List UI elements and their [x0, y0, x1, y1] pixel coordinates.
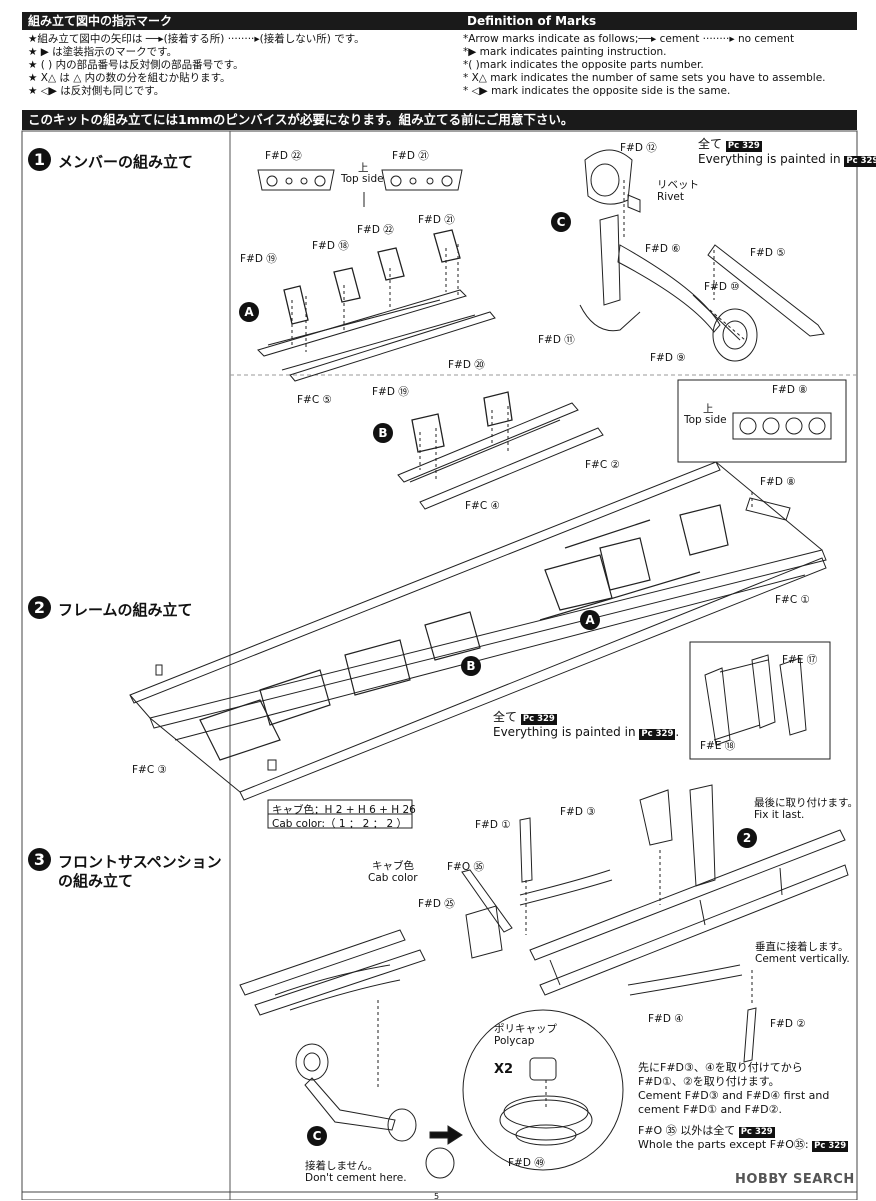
cab-color-codes: キャブ色：H 2 + H 6 + H 26: [272, 804, 416, 816]
marks-en-list: *Arrow marks indicate as follows;──▸ cem…: [463, 33, 826, 98]
label-fd22: F#D ㉒: [357, 224, 394, 236]
label-fd4: F#D ④: [648, 1013, 684, 1025]
marks-jp-line: ★ ( ) 内の部品番号は反対側の部品番号です。: [28, 59, 244, 71]
marks-en-line: * X△ mark indicates the number of same s…: [463, 72, 826, 84]
page-number: 5: [434, 1192, 440, 1201]
step-3-title-line1: フロントサスペンション: [58, 853, 222, 871]
label-fd6: F#D ⑥: [645, 243, 681, 255]
label-fd18: F#D ⑱: [312, 240, 349, 252]
frame-a-badge: A: [580, 610, 600, 630]
label-fo35: F#O ㉟: [447, 861, 484, 873]
notice-text: このキットの組み立てには1mmのピンバイスが必要になります。組み立てる前にご用意…: [28, 112, 574, 127]
subassembly-c-badge: C: [551, 212, 571, 232]
step-1-badge: 1: [28, 148, 51, 171]
step-1-title: メンバーの組み立て: [58, 153, 194, 171]
label-fe18: F#E ⑱: [700, 740, 736, 752]
paint-note-2: 全て Pc 329 Everything is painted in Pc 32…: [493, 710, 680, 740]
label-fd10: F#D ⑩: [704, 281, 740, 293]
step-3-badge: 3: [28, 848, 51, 871]
marks-title-en: Definition of Marks: [467, 14, 597, 28]
marks-jp-line: ★組み立て図中の矢印は ──▸(接着する所) ········▸(接着しない所)…: [28, 33, 365, 45]
label-cab-color-en: Cab color: [368, 872, 418, 884]
label-fd21-top: F#D ㉑: [392, 150, 429, 162]
label-top-side-2: Top side: [684, 414, 727, 426]
label-fd8-box: F#D ⑧: [772, 384, 808, 396]
marks-en-line: *▶ mark indicates painting instruction.: [463, 46, 667, 58]
label-rivet-en: Rivet: [657, 191, 685, 203]
cab-color-ratio: Cab color:（ 1 ： 2 ： 2 ）: [272, 818, 408, 830]
label-fd3: F#D ③: [560, 806, 596, 818]
subassembly-a-badge: A: [239, 302, 259, 322]
label-fe17: F#E ⑰: [782, 654, 818, 666]
label-fd19-b: F#D ⑲: [372, 386, 409, 398]
marks-jp-line: ★ X△ は △ 内の数の分を組むか貼ります。: [28, 72, 231, 84]
label-fd19-a: F#D ⑲: [240, 253, 277, 265]
step-3-c-badge: C: [307, 1126, 327, 1146]
step-2-title: フレームの組み立て: [58, 601, 193, 619]
marks-en-line: *( )mark indicates the opposite parts nu…: [463, 59, 704, 71]
label-fc2: F#C ②: [585, 459, 620, 471]
paint-note-1: 全て Pc 329 Everything is painted in Pc 32…: [698, 137, 876, 167]
label-fc4: F#C ④: [465, 500, 500, 512]
label-fd20: F#D ⑳: [448, 359, 485, 371]
label-fd5: F#D ⑤: [750, 247, 786, 259]
label-ue: 上: [358, 162, 369, 174]
label-cement-vertical-en: Cement vertically.: [755, 953, 850, 965]
marks-en-line: * ◁▶ mark indicates the opposite side is…: [463, 85, 731, 97]
notice-bar: このキットの組み立てには1mmのピンバイスが必要になります。組み立てる前にご用意…: [22, 110, 857, 130]
label-rivet-jp: リベット: [657, 179, 699, 191]
step-2-ref-badge: 2: [737, 828, 757, 848]
label-fc5: F#C ⑤: [297, 394, 332, 406]
label-fd25: F#D ㉕: [418, 898, 455, 910]
label-fd12: F#D ⑫: [620, 142, 657, 154]
order-note: 先にF#D③、④を取り付けてから F#D①、②を取り付けます。 Cement F…: [638, 1061, 830, 1116]
marks-title-jp: 組み立て図中の指示マーク: [28, 14, 173, 28]
marks-jp-line: ★ ◁▶ は反対側も同じです。: [28, 85, 165, 97]
label-fd1: F#D ①: [475, 819, 511, 831]
marks-header-bar: 組み立て図中の指示マーク Definition of Marks: [22, 12, 857, 30]
frame-b-badge: B: [461, 656, 481, 676]
label-cab-color-jp: キャブ色: [372, 860, 414, 872]
label-fc1: F#C ①: [775, 594, 810, 606]
label-fd21: F#D ㉑: [418, 214, 455, 226]
except-note: F#O ㉟ 以外は全て Pc 329 Whole the parts excep…: [638, 1124, 849, 1152]
label-fd8: F#D ⑧: [760, 476, 796, 488]
subassembly-b-badge: B: [373, 423, 393, 443]
label-polycap-en: Polycap: [494, 1035, 535, 1047]
marks-jp-list: ★組み立て図中の矢印は ──▸(接着する所) ········▸(接着しない所)…: [28, 33, 365, 98]
label-cement-vertical-jp: 垂直に接着します。: [755, 941, 849, 953]
step-2-badge: 2: [28, 596, 51, 619]
marks-jp-line: ★ ▶ は塗装指示のマークです。: [28, 46, 178, 58]
label-polycap-jp: ポリキャップ: [494, 1023, 557, 1035]
label-x2: X2: [494, 1062, 514, 1077]
label-fd49: F#D ㊾: [508, 1157, 545, 1169]
watermark: HOBBY SEARCH: [735, 1172, 855, 1187]
label-fc3: F#C ③: [132, 764, 167, 776]
label-fd11: F#D ⑪: [538, 334, 575, 346]
label-fd2: F#D ②: [770, 1018, 806, 1030]
step-3-title-line2: の組み立て: [58, 872, 134, 890]
label-fd22-top: F#D ㉒: [265, 150, 302, 162]
label-fd9: F#D ⑨: [650, 352, 686, 364]
marks-en-line: *Arrow marks indicate as follows;──▸ cem…: [463, 33, 795, 45]
label-top-side: Top side: [341, 173, 384, 185]
label-fix-last-en: Fix it last.: [754, 809, 805, 821]
label-no-cement-en: Don't cement here.: [305, 1172, 407, 1184]
label-fix-last-jp: 最後に取り付けます。: [754, 797, 858, 809]
label-no-cement-jp: 接着しません。: [305, 1160, 379, 1172]
label-ue-2: 上: [703, 403, 714, 415]
